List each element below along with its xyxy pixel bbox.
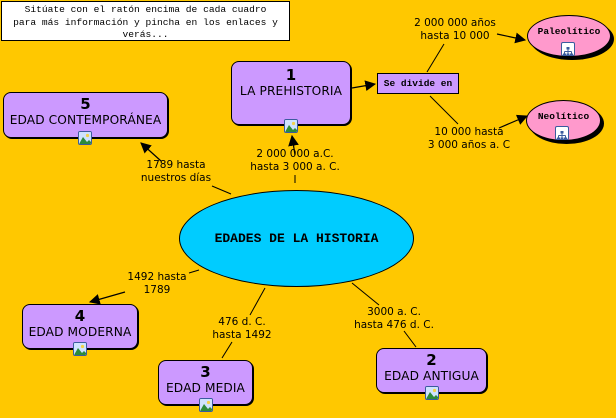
link-label-prehistoria: 2 000 000 a.C. hasta 3 000 a. C.	[244, 148, 346, 174]
concept-number: 4	[74, 307, 86, 325]
subconcept-label: Paleolítico	[537, 26, 601, 37]
instructions-line-2: para más información y pincha en los enl…	[13, 16, 278, 28]
concept-contemporanea[interactable]: 5 EDAD CONTEMPORÁNEA	[3, 92, 168, 138]
linking-phrase-label: Se divide en	[383, 78, 453, 89]
link-label-line: 3 000 años a. C	[427, 139, 511, 151]
concept-number: 1	[285, 66, 297, 84]
linking-phrase-se-divide-en[interactable]: Se divide en	[377, 73, 459, 94]
concept-media[interactable]: 3 EDAD MEDIA	[158, 360, 253, 405]
concept-title: EDAD MEDIA	[166, 381, 245, 395]
link-label-line: 1492 hasta	[127, 271, 187, 283]
link-label-line: 1789 hasta	[146, 159, 206, 171]
link-label-line: nuestros días	[140, 172, 212, 184]
concept-moderna[interactable]: 4 EDAD MODERNA	[22, 304, 138, 349]
concept-title: LA PREHISTORIA	[239, 84, 343, 98]
concept-title: EDAD CONTEMPORÁNEA	[9, 113, 162, 127]
image-icon[interactable]	[199, 398, 213, 412]
concept-number: 5	[80, 95, 91, 113]
image-icon[interactable]	[73, 342, 87, 356]
link-label-line: 10 000 hasta	[434, 126, 504, 138]
concept-antigua[interactable]: 2 EDAD ANTIGUA	[376, 348, 487, 393]
central-concept[interactable]: EDADES DE LA HISTORIA	[179, 190, 414, 287]
link-label-neolitico: 10 000 hasta 3 000 años a. C	[424, 126, 514, 152]
link-label-antigua: 3000 a. C. hasta 476 d. C.	[352, 306, 436, 332]
central-concept-label: EDADES DE LA HISTORIA	[214, 231, 379, 246]
concept-number: 3	[200, 363, 211, 381]
link-label-contemporanea: 1789 hasta nuestros días	[140, 159, 212, 185]
concept-title: EDAD ANTIGUA	[384, 369, 479, 383]
link-label-line: hasta 476 d. C.	[354, 319, 434, 331]
concept-map-icon[interactable]	[555, 126, 569, 140]
subconcept-label: Neolítico	[537, 111, 590, 122]
image-icon[interactable]	[284, 119, 298, 133]
link-label-line: hasta 1492	[212, 329, 272, 341]
link-label-line: 2 000 000 a.C.	[256, 148, 334, 160]
link-label-line: 2 000 000 años	[414, 17, 496, 29]
link-label-line: hasta 10 000	[420, 30, 490, 42]
link-label-paleolitico: 2 000 000 años hasta 10 000	[413, 17, 497, 43]
concept-number: 2	[426, 351, 437, 369]
concept-prehistoria[interactable]: 1 LA PREHISTORIA	[231, 61, 351, 125]
instructions-line-3: verás...	[122, 29, 169, 40]
link-label-line: 1789	[143, 284, 171, 296]
link-label-moderna: 1492 hasta 1789	[122, 271, 192, 297]
image-icon[interactable]	[78, 131, 92, 145]
link-label-line: 476 d. C.	[218, 316, 266, 328]
concept-map-icon[interactable]	[561, 42, 575, 56]
subconcept-neolitico[interactable]: Neolítico	[526, 100, 601, 141]
concept-title: EDAD MODERNA	[28, 325, 132, 339]
link-label-line: 3000 a. C.	[367, 306, 421, 318]
image-icon[interactable]	[425, 386, 439, 400]
link-label-line: hasta 3 000 a. C.	[250, 161, 340, 173]
instructions-line-1: Sitúate con el ratón encima de cada cuad…	[24, 4, 267, 15]
link-label-media: 476 d. C. hasta 1492	[207, 316, 277, 342]
instructions-note: Sitúate con el ratón encima de cada cuad…	[1, 1, 290, 41]
